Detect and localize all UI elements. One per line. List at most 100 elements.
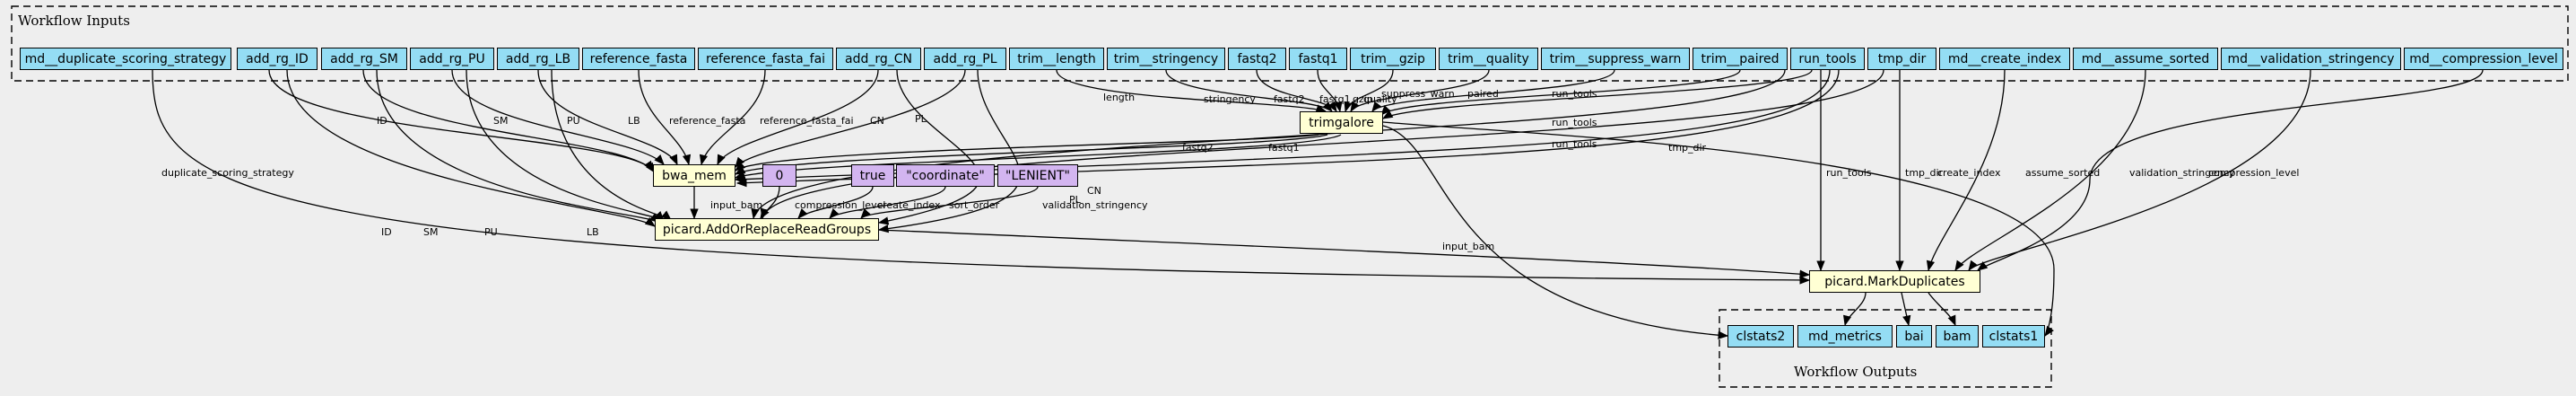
edge-run-tools-aorrg <box>751 69 1786 220</box>
edge-rg-pu-bwa-label: PU <box>567 115 580 127</box>
edge-coord-aorrg <box>829 186 946 219</box>
output-clstats1[interactable]: clstats1 <box>1982 325 2045 348</box>
edge-rg-sm-aorrg <box>376 69 660 224</box>
edge-dup-strategy-md <box>152 69 1811 285</box>
edge-ref-bwa-label: reference_fasta <box>669 115 745 127</box>
output-md-metrics[interactable]: md_metrics <box>1797 325 1893 348</box>
constant-lenient: "LENIENT" <box>997 164 1078 187</box>
input-run-tools[interactable]: run_tools <box>1790 48 1865 70</box>
edge-fastq1 <box>1317 69 1343 113</box>
edge-aorrg-md-label: input_bam <box>1442 241 1494 252</box>
edge-trim-quality-label: quality <box>1363 93 1397 105</box>
edge-fastq2-label: fastq2 <box>1274 93 1305 105</box>
step-bwa-mem[interactable]: bwa_mem <box>653 164 735 187</box>
edge-rg-pl-bwa-label: PL <box>915 113 927 125</box>
input-md-validation-stringency[interactable]: md__validation_stringency <box>2221 48 2401 70</box>
edge-assume-sorted-md-label: assume_sorted <box>2025 167 2100 179</box>
edge-trim-stringency <box>1165 69 1333 112</box>
edge-trim-length-label: length <box>1103 92 1135 103</box>
edge-validation-md-label: validation_stringency <box>2129 167 2235 179</box>
edge-coord-aorrg-label: sort_order <box>949 199 1000 211</box>
input-md-create-index[interactable]: md__create_index <box>1939 48 2070 70</box>
edge-create-index-md <box>1926 69 2006 272</box>
edge-lenient-aorrg-label: validation_stringency <box>1042 199 1148 211</box>
edge-run-tools-bwa-label: run_tools <box>1552 117 1597 128</box>
edge-md-metrics <box>1843 292 1867 327</box>
edge-run-tools-trim-label: run_tools <box>1552 88 1597 100</box>
edge-rg-lb-bwa-label: LB <box>628 115 640 127</box>
edge-assume-sorted-md <box>1954 69 2146 271</box>
edge-rg-pu-aorrg <box>466 69 665 222</box>
input-trim-gzip[interactable]: trim__gzip <box>1350 48 1436 70</box>
edge-rg-lb-aorrg <box>551 69 672 221</box>
edge-rg-pl-aorrg-label: PL <box>1069 194 1082 206</box>
edge-rg-pu-aorrg-label: PU <box>484 226 498 238</box>
input-trim-quality[interactable]: trim__quality <box>1439 48 1538 70</box>
inputs-cluster-label: Workflow Inputs <box>18 13 130 29</box>
edge-trim-clstats1 <box>1382 121 2055 337</box>
input-trim-stringency[interactable]: trim__stringency <box>1107 48 1225 70</box>
edge-ref-fai-bwa-label: reference_fasta_fai <box>760 115 854 127</box>
edge-rg-sm-bwa <box>362 69 656 173</box>
edge-trim-length <box>1056 69 1327 113</box>
edge-tmp-dir-aorrg <box>760 69 1884 220</box>
input-add-rg-sm[interactable]: add_rg_SM <box>321 48 407 70</box>
input-add-rg-id[interactable]: add_rg_ID <box>237 48 318 70</box>
input-trim-suppress-warn[interactable]: trim__suppress_warn <box>1541 48 1690 70</box>
edge-trim-paired-label: paired <box>1467 88 1499 100</box>
input-tmp-dir[interactable]: tmp_dir <box>1867 48 1936 70</box>
input-add-rg-pu[interactable]: add_rg_PU <box>410 48 494 70</box>
edge-trim-paired <box>1380 69 1741 116</box>
input-md-duplicate-scoring-strategy[interactable]: md__duplicate_scoring_strategy <box>20 48 231 70</box>
input-trim-length[interactable]: trim__length <box>1009 48 1104 70</box>
edge-rg-pu-bwa <box>451 69 665 165</box>
input-reference-fasta[interactable]: reference_fasta <box>582 48 695 70</box>
edge-validation-md <box>1968 69 2311 271</box>
edge-create-index-md-label: create_index <box>1937 167 2001 179</box>
edge-run-tools-trim <box>1381 69 1813 119</box>
edge-bwa-aorrg-label: input_bam <box>710 199 762 211</box>
input-add-rg-pl[interactable]: add_rg_PL <box>924 48 1006 70</box>
input-md-compression-level[interactable]: md__compression_level <box>2404 48 2563 70</box>
constant-zero: 0 <box>762 164 796 187</box>
edge-rg-id-aorrg-label: ID <box>381 226 392 238</box>
edge-md-bam <box>1928 292 1956 327</box>
constant-coordinate: "coordinate" <box>896 164 995 187</box>
input-md-assume-sorted[interactable]: md__assume_sorted <box>2073 48 2218 70</box>
edge-lenient-aorrg <box>860 186 1039 219</box>
outputs-cluster-label: Workflow Outputs <box>1794 364 1918 380</box>
edge-trim-clstats2 <box>1382 125 1729 339</box>
step-picard-mark-duplicates[interactable]: picard.MarkDuplicates <box>1809 270 1980 293</box>
input-fastq1[interactable]: fastq1 <box>1289 48 1347 70</box>
edge-dup-strategy-md-label: duplicate_scoring_strategy <box>161 167 294 179</box>
edge-trim-gzip <box>1344 69 1394 113</box>
edge-true-aorrg-label: create_index <box>877 199 941 211</box>
edge-run-tools-md-label: run_tools <box>1826 167 1872 179</box>
edge-compression-md-label: compression_level <box>2208 167 2299 179</box>
edge-rg-cn-aorrg-label: CN <box>1087 185 1101 197</box>
edge-ref-bwa <box>638 69 692 166</box>
input-add-rg-lb[interactable]: add_rg_LB <box>497 48 579 70</box>
output-clstats2[interactable]: clstats2 <box>1727 325 1794 348</box>
edge-true-aorrg <box>797 186 874 219</box>
edge-trim-bwa-a <box>735 134 1319 172</box>
output-bai[interactable]: bai <box>1896 325 1932 348</box>
input-reference-fasta-fai[interactable]: reference_fasta_fai <box>698 48 833 70</box>
constant-true: true <box>851 164 894 187</box>
edge-zero-aorrg-label: compression_level <box>795 199 885 211</box>
edge-fastq1-bwa-label: fastq1 <box>1268 142 1300 154</box>
edge-compression-md <box>1977 69 2484 271</box>
edge-tmp-dir-aorrg-label: tmp_dir <box>1668 142 1707 154</box>
step-trimgalore[interactable]: trimgalore <box>1300 111 1383 134</box>
edge-trim-quality <box>1350 69 1490 113</box>
edge-ref-fai-bwa <box>699 69 766 166</box>
output-bam[interactable]: bam <box>1936 325 1979 348</box>
input-fastq2[interactable]: fastq2 <box>1228 48 1286 70</box>
step-picard-add-or-replace-read-groups[interactable]: picard.AddOrReplaceReadGroups <box>655 218 879 241</box>
input-trim-paired[interactable]: trim__paired <box>1693 48 1788 70</box>
edge-rg-cn-bwa-label: CN <box>870 115 884 127</box>
edge-fastq2-bwa-label: fastq2 <box>1182 142 1214 154</box>
edge-rg-sm-aorrg-label: SM <box>423 226 438 238</box>
input-add-rg-cn[interactable]: add_rg_CN <box>836 48 921 70</box>
